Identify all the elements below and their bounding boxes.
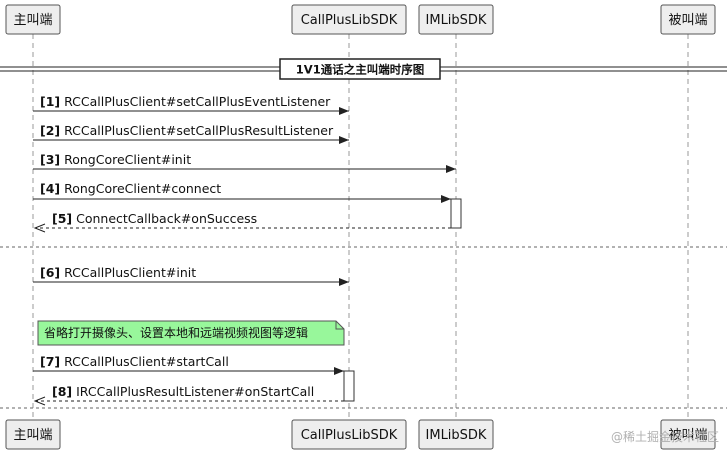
participant-sdk-label: CallPlusLibSDK [301,428,398,443]
message-6: [6] RCCallPlusClient#init [33,265,349,286]
participant-callee-label: 被叫端 [668,13,707,28]
participant-sdk-bottom: CallPlusLibSDK [291,419,407,450]
arrowhead [339,107,349,115]
arrowhead [33,223,46,233]
participant-caller-top: 主叫端 [5,4,61,35]
message-7-label: [7] RCCallPlusClient#startCall [40,354,229,369]
participant-im-top: IMLibSDK [418,4,494,35]
participant-im-label: IMLibSDK [426,428,487,443]
message-8: [8] IRCCallPlusResultListener#onStartCal… [33,384,344,406]
participant-caller-label: 主叫端 [13,13,52,28]
arrowhead [339,278,349,286]
participant-callee-bottom: 被叫端 [660,419,716,450]
participant-sdk-label: CallPlusLibSDK [301,13,398,28]
arrowhead [33,396,46,406]
section-divider: 1V1通话之主叫端时序图 [0,58,727,80]
divider-title: 1V1通话之主叫端时序图 [296,63,424,77]
message-1: [1] RCCallPlusClient#setCallPlusEventLis… [33,94,349,115]
message-4-label: [4] RongCoreClient#connect [40,181,221,196]
message-5: [5] ConnectCallback#onSuccess [33,211,451,233]
watermark: @稀土掘金技术社区 [611,429,719,444]
participant-callee-top: 被叫端 [660,4,716,35]
note-text: 省略打开摄像头、设置本地和远端视频视图等逻辑 [44,325,308,340]
participant-caller-bottom: 主叫端 [5,419,61,450]
note: 省略打开摄像头、设置本地和远端视频视图等逻辑 [37,320,345,346]
message-6-label: [6] RCCallPlusClient#init [40,265,196,280]
participant-im-bottom: IMLibSDK [418,419,494,450]
message-4: [4] RongCoreClient#connect [33,181,451,203]
arrowhead [446,165,456,173]
message-5-label: [5] ConnectCallback#onSuccess [52,211,257,226]
participant-caller-label: 主叫端 [13,428,52,443]
activation-sdk-startcall [343,370,355,402]
participant-sdk-top: CallPlusLibSDK [291,4,407,35]
message-2-label: [2] RCCallPlusClient#setCallPlusResultLi… [40,123,334,138]
message-1-label: [1] RCCallPlusClient#setCallPlusEventLis… [40,94,331,109]
message-2: [2] RCCallPlusClient#setCallPlusResultLi… [33,123,349,144]
activation-im-connect [450,198,462,229]
participant-im-label: IMLibSDK [426,13,487,28]
arrowhead [339,136,349,144]
message-3: [3] RongCoreClient#init [33,152,456,173]
message-8-label: [8] IRCCallPlusResultListener#onStartCal… [52,384,314,399]
arrowhead [441,195,451,203]
message-3-label: [3] RongCoreClient#init [40,152,191,167]
arrowhead [334,367,344,375]
participant-callee-label: 被叫端 [668,428,707,443]
message-7: [7] RCCallPlusClient#startCall [33,354,344,375]
